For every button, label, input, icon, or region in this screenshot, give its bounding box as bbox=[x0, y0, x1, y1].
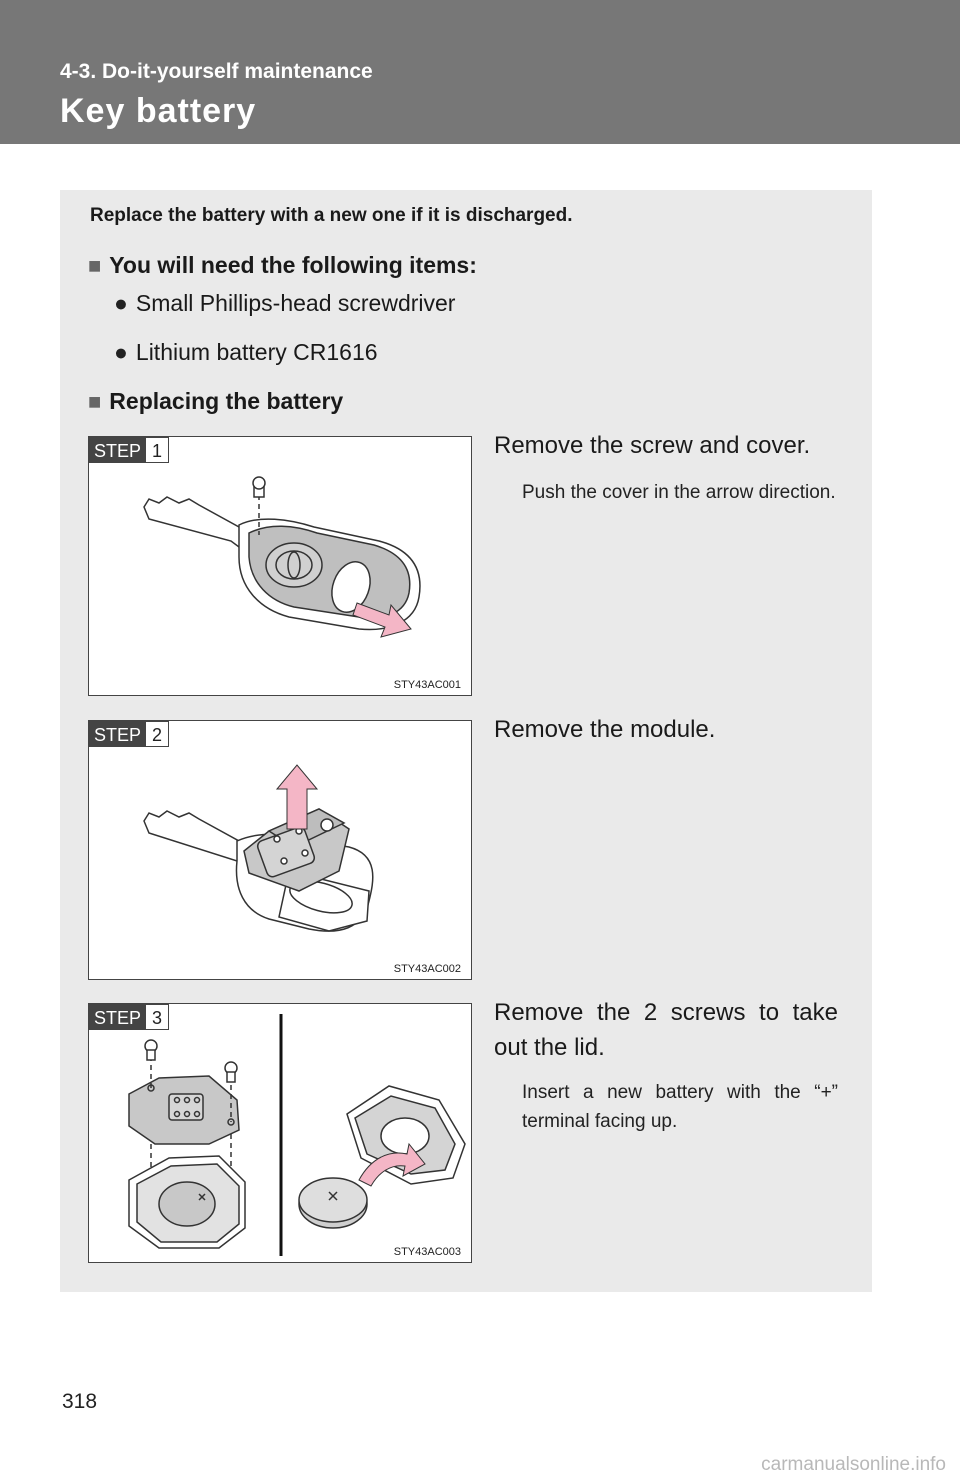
circle-bullet-icon: ● bbox=[114, 339, 128, 365]
list-item: ●Lithium battery CR1616 bbox=[114, 339, 378, 365]
figure-code: STY43AC003 bbox=[393, 1246, 461, 1258]
list-item: ●Small Phillips-head screwdriver bbox=[114, 290, 456, 316]
items-heading: ■You will need the following items: bbox=[88, 252, 477, 278]
section-label: 4-3. Do-it-yourself maintenance bbox=[60, 60, 373, 83]
battery-replacement-illustration bbox=[128, 1014, 466, 1256]
key-cover-illustration bbox=[143, 476, 421, 638]
figure-code: STY43AC001 bbox=[393, 679, 461, 691]
square-bullet-icon: ■ bbox=[88, 389, 102, 414]
replacing-heading: ■Replacing the battery bbox=[88, 388, 344, 414]
page-number: 318 bbox=[62, 1390, 98, 1413]
watermark: carmanualsonline.info bbox=[761, 1454, 946, 1475]
circle-bullet-icon: ● bbox=[114, 290, 128, 316]
square-bullet-icon: ■ bbox=[88, 253, 102, 278]
step-2-instruction: Remove the module. bbox=[494, 716, 716, 743]
module-removal-illustration bbox=[143, 764, 374, 932]
step-3-note: Insert a new battery with the “+” termin… bbox=[522, 1082, 838, 1132]
figure-code: STY43AC002 bbox=[393, 963, 461, 975]
step-3-instruction: Remove the 2 screws to take out the lid. bbox=[494, 999, 838, 1061]
step-1-instruction: Remove the screw and cover. bbox=[494, 432, 811, 459]
page-header bbox=[0, 0, 960, 144]
page-title: Key battery bbox=[60, 92, 257, 130]
intro-text: Replace the battery with a new one if it… bbox=[90, 205, 573, 226]
step-1-note: Push the cover in the arrow direction. bbox=[522, 482, 836, 503]
